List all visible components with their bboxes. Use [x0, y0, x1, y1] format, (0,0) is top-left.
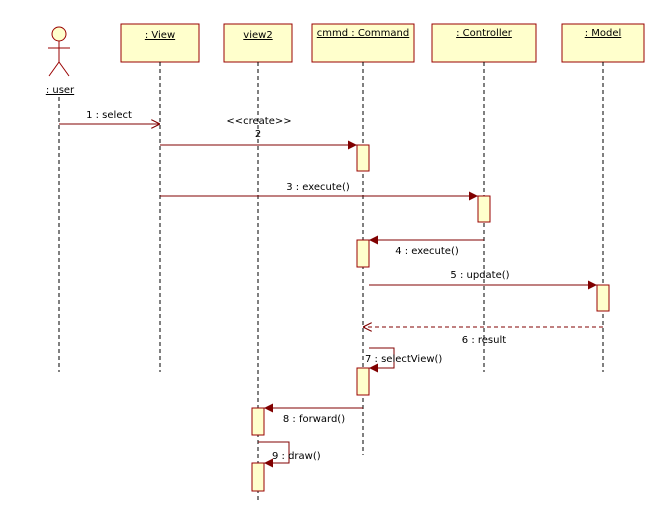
participant-box: [223, 23, 293, 63]
participant-view: : View: [120, 23, 200, 372]
activation-bar-command-2: [356, 239, 370, 268]
participant-label: : View: [145, 30, 175, 41]
participant-box: [431, 23, 537, 63]
activation-bar-command-1: [356, 144, 370, 172]
participant-model: : Model: [561, 23, 645, 372]
message-9: 9 : draw(): [258, 441, 321, 468]
message-arrow: [369, 347, 395, 373]
participant-controller: : Controller: [431, 23, 537, 372]
participant-box: [561, 23, 645, 63]
participant-label: view2: [243, 30, 272, 41]
participant-box: [120, 23, 200, 63]
message-arrow: [258, 441, 290, 468]
message-5: 5 : update(): [369, 270, 597, 290]
participant-label: : Controller: [456, 28, 513, 39]
actor-user: : user: [46, 26, 75, 372]
message-7: 7 : selectView(): [365, 347, 442, 373]
message-label: 5 : update(): [450, 270, 509, 281]
message-label: 3 : execute(): [286, 182, 350, 193]
messages: 1 : select <<create>> 2 3 : execute() 4 …: [59, 110, 603, 468]
message-4: 4 : execute(): [369, 235, 484, 257]
message-label: 1 : select: [86, 110, 132, 121]
message-1: 1 : select: [59, 110, 160, 124]
message-label: 7 : selectView(): [365, 354, 442, 365]
message-label: 8 : forward(): [283, 414, 345, 425]
message-3: 3 : execute(): [160, 182, 478, 201]
participant-box: [311, 23, 415, 63]
activation-bar-model: [596, 284, 610, 312]
activation-bar-controller: [477, 195, 491, 223]
message-label: 4 : execute(): [395, 246, 459, 257]
activation-bar-command-3: [356, 367, 370, 396]
message-stereotype: <<create>>: [226, 116, 291, 127]
activation-bar-view2-1: [251, 407, 265, 436]
actor-head-icon: [51, 26, 67, 42]
participant-label: : Model: [585, 28, 622, 39]
participant-label: cmmd : Command: [317, 28, 409, 39]
message-8: 8 : forward(): [264, 403, 363, 425]
message-2: <<create>> 2: [160, 116, 357, 150]
message-label: 9 : draw(): [272, 451, 321, 462]
actor-label: : user: [46, 85, 75, 96]
message-label: 2: [255, 129, 261, 140]
message-6: 6 : result: [363, 327, 603, 346]
message-label: 6 : result: [462, 335, 506, 346]
activation-bar-view2-2: [251, 462, 265, 492]
activation-bars: [251, 144, 610, 492]
